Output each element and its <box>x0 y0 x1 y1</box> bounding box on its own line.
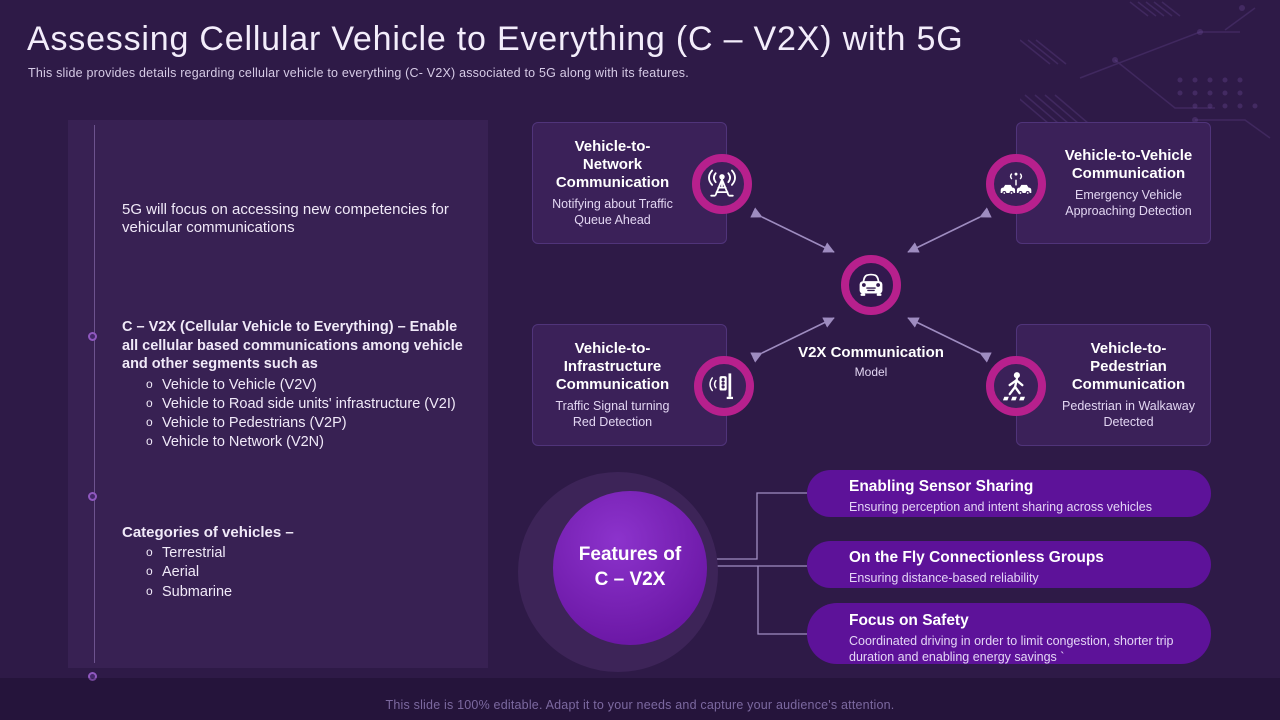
node-vehicle-to-pedestrian: Vehicle-to-Pedestrian Communication Pede… <box>1016 324 1211 446</box>
node-vehicle-to-infrastructure: Vehicle-to-Infrastructure Communication … <box>532 324 727 446</box>
timeline-line <box>94 125 95 663</box>
node-subtitle: Notifying about Traffic Queue Ahead <box>552 196 673 227</box>
feature-pill-connectionless-groups: On the Fly Connectionless Groups Ensurin… <box>807 541 1211 588</box>
node-subtitle: Pedestrian in Walkaway Detected <box>1062 398 1195 429</box>
feature-title: Focus on Safety <box>849 612 969 629</box>
timeline-marker-1 <box>88 332 97 341</box>
feature-desc: Ensuring perception and intent sharing a… <box>849 499 1152 514</box>
hub-title: V2X Communication <box>798 344 944 361</box>
pedestrian-icon <box>986 356 1046 416</box>
bullet-section-cv2x: C – V2X (Cellular Vehicle to Everything)… <box>122 318 474 453</box>
section-heading: Categories of vehicles – <box>122 524 294 541</box>
feature-desc: Coordinated driving in order to limit co… <box>849 633 1174 664</box>
node-subtitle: Traffic Signal turning Red Detection <box>555 398 670 429</box>
center-hub-label: V2X Communication Model <box>791 344 951 379</box>
footer-band <box>0 678 1280 720</box>
feature-desc: Ensuring distance-based reliability <box>849 570 1039 585</box>
hub-subtitle: Model <box>854 364 888 379</box>
traffic-signal-icon <box>694 356 754 416</box>
antenna-icon <box>692 154 752 214</box>
timeline-marker-2 <box>88 492 97 501</box>
features-circle-label: Features of C – V2X <box>578 544 682 590</box>
feature-title: On the Fly Connectionless Groups <box>849 549 1104 566</box>
node-vehicle-to-vehicle: Vehicle-to-Vehicle Communication Emergen… <box>1016 122 1211 244</box>
footer-note: This slide is 100% editable. Adapt it to… <box>385 698 895 712</box>
timeline-marker-3 <box>88 672 97 681</box>
feature-pill-sensor-sharing: Enabling Sensor Sharing Ensuring percept… <box>807 470 1211 517</box>
left-text-panel: 5G will focus on accessing new competenc… <box>68 120 488 681</box>
bullet-section-5g: 5G will focus on accessing new competenc… <box>122 201 452 238</box>
features-circle: Features of C – V2X <box>553 491 707 645</box>
node-title: Vehicle-to-Infrastructure Communication <box>555 339 670 393</box>
bullet-text: 5G will focus on accessing new competenc… <box>122 201 449 237</box>
v2v-cars-icon <box>986 154 1046 214</box>
feature-title: Enabling Sensor Sharing <box>849 478 1034 495</box>
car-icon <box>841 255 901 315</box>
section-heading: C – V2X (Cellular Vehicle to Everything)… <box>122 319 463 373</box>
node-title: Vehicle-to-Network Communication <box>555 137 670 191</box>
node-title: Vehicle-to-Pedestrian Communication <box>1071 339 1186 393</box>
page-subtitle: This slide provides details regarding ce… <box>28 66 689 80</box>
page-title: Assessing Cellular Vehicle to Everything… <box>27 20 964 58</box>
node-title: Vehicle-to-Vehicle Communication <box>1064 146 1193 182</box>
feature-pill-focus-safety: Focus on Safety Coordinated driving in o… <box>807 603 1211 664</box>
node-subtitle: Emergency Vehicle Approaching Detection <box>1065 187 1192 218</box>
node-vehicle-to-network: Vehicle-to-Network Communication Notifyi… <box>532 122 727 244</box>
